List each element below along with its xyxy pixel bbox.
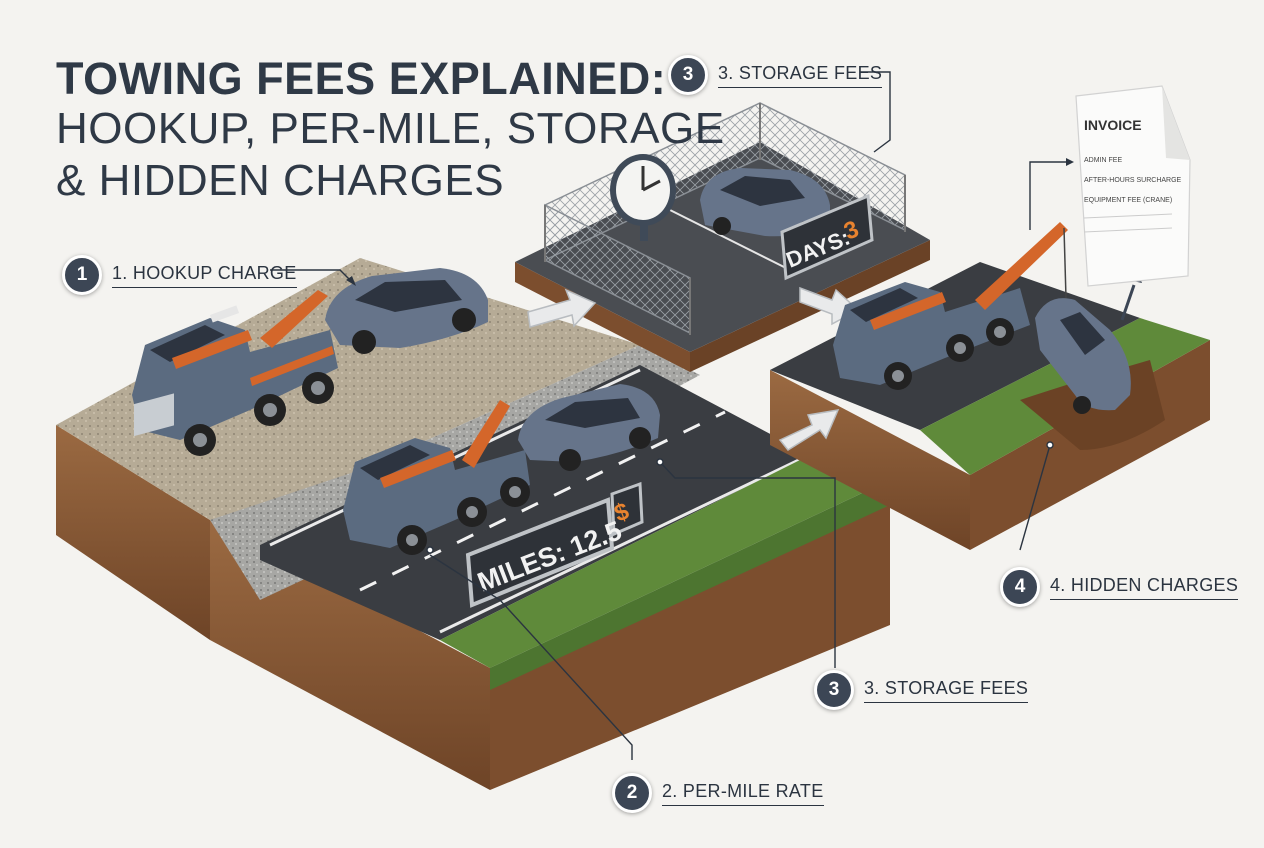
callout-storage-fees-bottom: 3 3. STORAGE FEES [814,670,1029,710]
callout-number-3-top: 3 [668,55,708,95]
diagram-title: TOWING FEES EXPLAINED: HOOKUP, PER-MILE,… [56,56,725,203]
title-line-3: & HIDDEN CHARGES [56,156,505,205]
main-block-soil-front [56,425,210,640]
leader-storage-bottom [659,461,836,668]
invoice-line-3: EQUIPMENT FEE (CRANE) [1084,197,1172,204]
car-in-ditch [1035,298,1131,414]
gravel-lot-surface [56,258,640,540]
leader-lines [270,71,1074,760]
invoice-line-1: ADMIN FEE [1084,157,1122,164]
callout-label-storage-bottom: 3. STORAGE FEES [864,678,1029,703]
callout-number-1: 1 [62,255,102,295]
callout-label-storage-top: 3. STORAGE FEES [718,63,883,88]
days-counter-sign: DAYS: 3 [780,193,874,281]
invoice-title: INVOICE [1084,117,1142,133]
callout-number-4: 4 [1000,567,1040,607]
title-line-2: HOOKUP, PER-MILE, STORAGE [56,104,725,153]
leader-per-mile [429,554,633,760]
invoice-document: INVOICE ADMIN FEE AFTER-HOURS SURCHARGE … [1075,85,1191,287]
grass-strip [440,455,890,668]
leader-hookup [270,269,353,283]
invoice-line-2: AFTER-HOURS SURCHARGE [1084,177,1182,184]
callout-per-mile-rate: 2 2. PER-MILE RATE [612,773,824,813]
leader-invoice [1029,161,1066,230]
callout-label-per-mile: 2. PER-MILE RATE [662,781,824,806]
flow-arrow-1 [527,288,597,328]
clock-icon [610,154,676,241]
leader-hidden [1019,444,1051,551]
towed-car [518,384,660,471]
flow-arrow-3 [778,409,840,451]
title-line-1: TOWING FEES EXPLAINED: [56,53,667,104]
tow-truck-per-mile [343,400,530,555]
tow-truck-hookup [132,290,338,456]
callout-label-hidden: 4. HIDDEN CHARGES [1050,575,1239,600]
callout-hidden-charges: 4 4. HIDDEN CHARGES [1000,567,1239,607]
tow-truck-crane [833,222,1068,390]
stored-car [700,168,830,239]
damaged-car [325,268,488,354]
main-block-soil-right [490,505,890,790]
callout-number-3-bottom: 3 [814,670,854,710]
callout-storage-fees-top: 3 3. STORAGE FEES [668,55,883,95]
leader-storage-top [860,71,891,153]
callout-number-2: 2 [612,773,652,813]
callout-hookup-charge: 1 1. HOOKUP CHARGE [62,255,297,295]
callout-label-hookup: 1. HOOKUP CHARGE [112,263,297,288]
